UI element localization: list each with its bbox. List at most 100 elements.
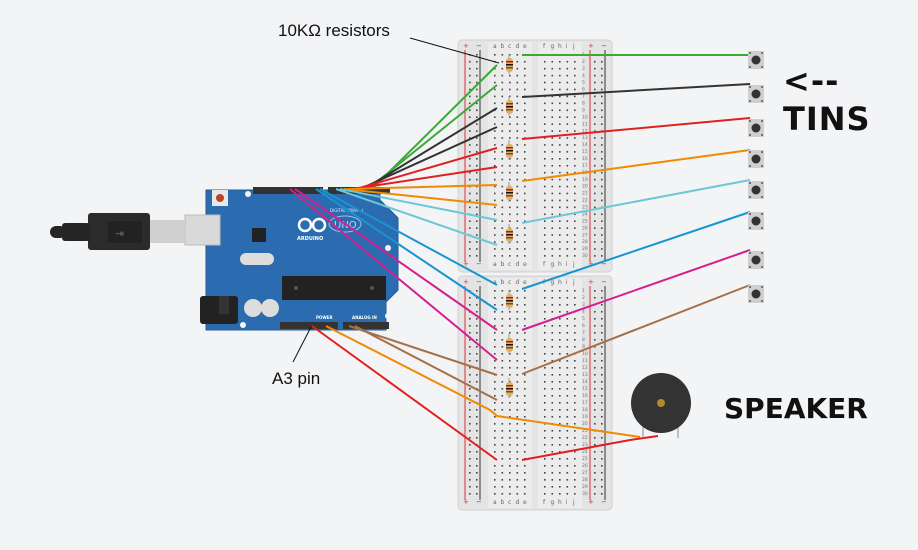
hole xyxy=(544,437,546,439)
hole xyxy=(509,290,511,292)
hole xyxy=(566,430,569,432)
hole xyxy=(544,451,546,453)
hole xyxy=(501,88,504,91)
rail-hole xyxy=(601,367,603,369)
rail-hole xyxy=(594,374,596,376)
usb-icon: ⇥ xyxy=(115,227,124,240)
button-pin xyxy=(761,52,763,54)
hole xyxy=(501,444,504,446)
rail-hole xyxy=(469,388,471,390)
rail-hole xyxy=(594,109,596,112)
column-letter: c xyxy=(508,279,511,286)
rail-hole xyxy=(469,88,471,91)
wire-red-button xyxy=(521,117,751,140)
hole xyxy=(544,220,546,222)
hole xyxy=(494,416,496,418)
rail-hole xyxy=(594,171,596,174)
hole xyxy=(501,158,504,160)
rail-hole xyxy=(469,248,471,250)
hole xyxy=(509,255,511,257)
hole xyxy=(559,458,561,460)
rail-sign: + xyxy=(588,42,594,50)
hole xyxy=(551,67,554,70)
rail-hole xyxy=(594,220,596,222)
row-number: 10 xyxy=(582,114,588,120)
rail-hole xyxy=(601,74,603,77)
button-pin xyxy=(761,165,763,167)
hole xyxy=(559,95,561,98)
rail-hole xyxy=(594,444,596,446)
hole xyxy=(544,178,546,181)
hole xyxy=(574,486,576,488)
hole xyxy=(574,116,576,118)
rail-hole xyxy=(601,493,603,495)
hole xyxy=(494,318,496,320)
rail-hole xyxy=(469,346,471,348)
rail-hole xyxy=(594,402,596,404)
hole xyxy=(501,353,504,355)
wire-blue-button xyxy=(521,211,751,290)
uno-model: UNO xyxy=(334,220,357,231)
hole xyxy=(509,116,511,118)
hole xyxy=(566,465,569,467)
hole xyxy=(559,192,561,195)
button-pin xyxy=(761,120,763,122)
row-number: 19 xyxy=(582,177,588,183)
rail-sign: + xyxy=(588,278,594,286)
hole xyxy=(574,416,576,418)
rail-hole xyxy=(469,60,471,63)
hole xyxy=(566,109,569,112)
rail-hole xyxy=(476,102,478,105)
hole xyxy=(566,206,569,209)
row-number: 15 xyxy=(582,386,588,392)
rail-hole xyxy=(469,241,471,243)
hole xyxy=(524,102,526,105)
column-letter: j xyxy=(572,261,575,268)
wire-red xyxy=(355,147,498,190)
button-pin xyxy=(749,134,751,136)
wire-orange-speaker xyxy=(325,325,641,438)
hole xyxy=(516,95,519,98)
rail-hole xyxy=(469,109,471,112)
hole xyxy=(524,116,526,118)
row-number: 23 xyxy=(582,205,588,211)
hole xyxy=(494,227,496,229)
usb-plug-metal xyxy=(148,220,185,243)
hole xyxy=(566,472,569,474)
rail-hole xyxy=(594,297,596,299)
hole xyxy=(544,185,546,188)
hole xyxy=(566,130,569,132)
hole xyxy=(494,353,496,355)
column-letter: f xyxy=(543,279,546,286)
rail-hole xyxy=(594,178,596,181)
hole xyxy=(509,137,511,139)
hole xyxy=(566,458,569,460)
hole xyxy=(574,81,576,84)
hole xyxy=(551,151,554,153)
hole xyxy=(574,479,576,481)
rail-hole xyxy=(476,192,478,195)
hole xyxy=(501,255,504,257)
rail-hole xyxy=(476,374,478,376)
hole xyxy=(551,332,554,334)
hole xyxy=(574,123,576,125)
button-pin xyxy=(749,86,751,88)
column-letter: j xyxy=(572,43,575,50)
hole xyxy=(516,381,519,383)
rail-hole xyxy=(469,158,471,160)
arduino-logo-left xyxy=(297,217,313,233)
hole xyxy=(524,479,526,481)
wire-brown xyxy=(348,325,498,376)
hole xyxy=(574,234,576,236)
row-number: 21 xyxy=(582,191,588,197)
rail-hole xyxy=(476,213,478,216)
hole xyxy=(574,472,576,474)
hole xyxy=(574,493,576,495)
rail-hole xyxy=(601,116,603,118)
hole xyxy=(516,116,519,118)
mounting-hole xyxy=(385,245,391,251)
hole xyxy=(551,458,554,460)
resistor-band xyxy=(506,303,513,305)
hole xyxy=(501,102,504,105)
hole xyxy=(494,116,496,118)
